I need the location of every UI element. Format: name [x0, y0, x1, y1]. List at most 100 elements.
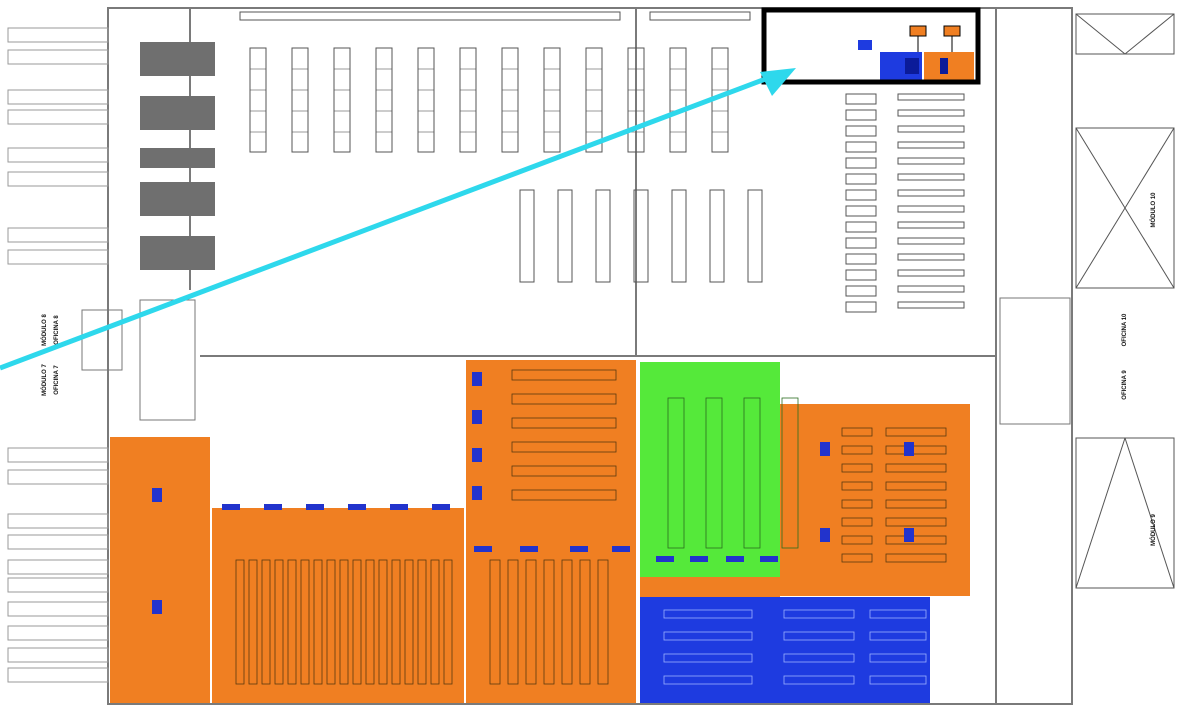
rack-row	[885, 463, 947, 473]
rack-row	[291, 47, 309, 153]
rack-row	[885, 445, 947, 455]
blue-rack-marker	[904, 442, 914, 456]
highlighted-office-zone	[761, 7, 981, 85]
dock-bay	[7, 647, 109, 663]
blue-rack-marker	[472, 486, 482, 500]
rack-row	[489, 559, 501, 685]
rack-row	[869, 675, 927, 685]
desk-row	[845, 205, 877, 217]
rack-row	[557, 189, 573, 283]
desk-row	[897, 205, 965, 213]
left-dark-storage-blocks	[140, 42, 215, 270]
upper-rack-rows	[239, 11, 763, 283]
rack-row	[525, 559, 537, 685]
rack-row	[633, 189, 649, 283]
desk-row	[845, 301, 877, 313]
dock-bay	[7, 27, 109, 43]
rack-row	[663, 631, 753, 641]
blue-rack-marker	[222, 504, 240, 510]
blue-rack-marker	[432, 504, 450, 510]
rack-row	[663, 609, 753, 619]
rack-row	[747, 189, 763, 283]
desk-row	[845, 285, 877, 297]
dock-bay	[7, 601, 109, 617]
rack-row	[261, 559, 271, 685]
rack-row	[417, 559, 427, 685]
desk-row	[897, 237, 965, 245]
blue-rack-marker	[472, 410, 482, 424]
rack-row	[595, 189, 611, 283]
blue-rack-marker	[348, 504, 366, 510]
rack-row	[511, 465, 617, 477]
rack-row	[667, 397, 685, 549]
rack-row	[333, 47, 351, 153]
stair-blocks	[81, 297, 1071, 425]
rack-row	[459, 47, 477, 153]
rack-row	[869, 631, 927, 641]
desk-row	[845, 125, 877, 137]
rack-row	[543, 559, 555, 685]
rack-row	[783, 631, 855, 641]
highlight-frame	[761, 7, 981, 85]
blue-rack-marker	[306, 504, 324, 510]
rack-row	[663, 675, 753, 685]
dock-bay	[7, 667, 109, 683]
rack-row	[339, 559, 349, 685]
blue-rack-marker	[152, 600, 162, 614]
top-rack-strip	[649, 11, 751, 21]
cyan-pointer-arrow	[0, 68, 796, 371]
dock-bay	[7, 109, 109, 125]
rack-row	[585, 47, 603, 153]
rack-row	[300, 559, 310, 685]
zone-strip-orange	[640, 577, 780, 597]
label-oficina-8: OFICINA 8	[54, 315, 60, 345]
rack-row	[378, 559, 388, 685]
rack-row	[841, 535, 873, 545]
dock-bay	[7, 469, 109, 485]
rack-row	[561, 559, 573, 685]
rack-row	[783, 609, 855, 619]
desk-row	[897, 93, 965, 101]
rack-row	[627, 47, 645, 153]
label-oficina-9: OFICINA 9	[1122, 370, 1128, 400]
rack-row	[841, 517, 873, 527]
rack-row	[709, 189, 725, 283]
rack-row	[841, 553, 873, 563]
desk-row	[897, 173, 965, 181]
desk-row	[845, 157, 877, 169]
dock-bay	[7, 559, 109, 575]
rack-row	[543, 47, 561, 153]
label-oficina-7: OFICINA 7	[54, 365, 60, 395]
rack-row	[841, 463, 873, 473]
rack-row	[783, 653, 855, 663]
dock-bay	[7, 513, 109, 529]
rack-row	[885, 517, 947, 527]
blue-rack-marker	[760, 556, 778, 562]
rack-row	[841, 499, 873, 509]
rack-row	[511, 417, 617, 429]
desk-row	[897, 253, 965, 261]
rack-row	[885, 535, 947, 545]
office-desk-grid	[845, 93, 965, 313]
zone-middle-orange-bottom	[466, 540, 636, 703]
label-oficina-10: OFICINA 10	[1122, 313, 1128, 346]
desk-row	[897, 269, 965, 277]
dock-bay	[7, 577, 109, 593]
desk-row	[897, 109, 965, 117]
zone-left-orange	[110, 437, 210, 703]
label-modulo-7: MÓDULO 7	[40, 364, 48, 396]
rack-row	[885, 553, 947, 563]
blue-rack-marker	[152, 488, 162, 502]
dock-bay	[7, 147, 109, 163]
dock-bay	[7, 447, 109, 463]
rack-row	[417, 47, 435, 153]
rack-row	[430, 559, 440, 685]
desk-row	[897, 221, 965, 229]
rack-row	[781, 397, 799, 549]
dock-bay	[7, 249, 109, 265]
zone-green	[640, 362, 780, 577]
blue-rack-marker	[612, 546, 630, 552]
blue-rack-marker	[472, 372, 482, 386]
rack-row	[885, 481, 947, 491]
